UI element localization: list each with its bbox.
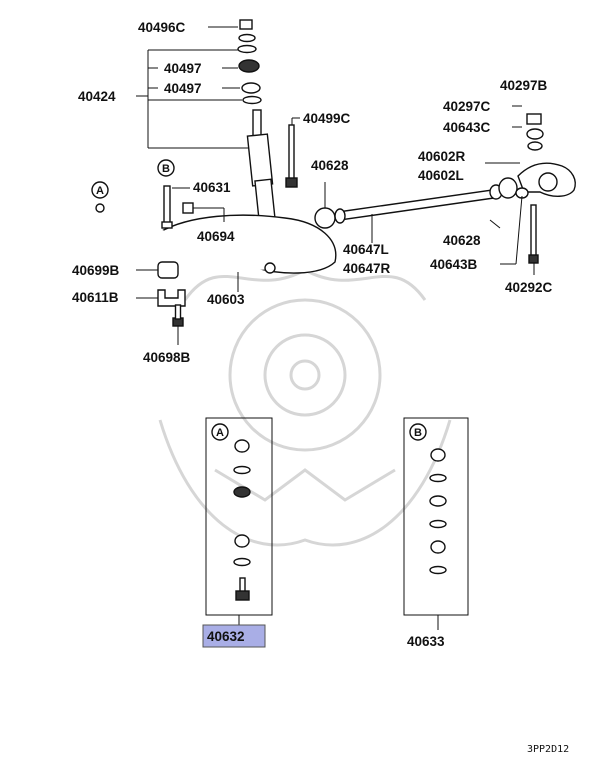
label-40647r[interactable]: 40647R bbox=[343, 261, 391, 276]
bolt-40292c bbox=[528, 204, 539, 264]
diagram-code: 3PP2D12 bbox=[527, 744, 569, 755]
bolt-40499c bbox=[285, 124, 298, 188]
kit-40633-box bbox=[403, 417, 469, 616]
label-40628-lower[interactable]: 40628 bbox=[443, 233, 481, 248]
bracket-40602 bbox=[517, 162, 576, 197]
stud-40631 bbox=[161, 185, 173, 229]
label-40628-upper[interactable]: 40628 bbox=[311, 158, 349, 173]
callout-a-kit[interactable]: A bbox=[211, 423, 229, 441]
clip-40694 bbox=[182, 202, 194, 214]
strut-rod bbox=[314, 177, 518, 229]
label-40497-lower[interactable]: 40497 bbox=[164, 81, 202, 96]
label-40699b[interactable]: 40699B bbox=[72, 263, 120, 278]
bolt-40698b bbox=[172, 304, 184, 327]
callout-b-kit[interactable]: B bbox=[409, 423, 427, 441]
label-40643c[interactable]: 40643C bbox=[443, 120, 491, 135]
cushion-40643c bbox=[526, 128, 544, 151]
label-40632[interactable]: 40632 bbox=[207, 629, 245, 644]
callout-a-main[interactable]: A bbox=[91, 181, 109, 199]
kit-40632-box bbox=[205, 417, 273, 616]
callout-b-main[interactable]: B bbox=[157, 159, 175, 177]
label-40297b[interactable]: 40297B bbox=[500, 78, 548, 93]
strut-mount-parts bbox=[237, 19, 262, 105]
label-40292c[interactable]: 40292C bbox=[505, 280, 553, 295]
label-40499c[interactable]: 40499C bbox=[303, 111, 351, 126]
nut-40297c bbox=[526, 113, 542, 125]
label-40602l[interactable]: 40602L bbox=[418, 168, 464, 183]
label-40424[interactable]: 40424 bbox=[78, 89, 116, 104]
highlight-40632 bbox=[202, 624, 266, 648]
watermark-emblem bbox=[158, 268, 452, 547]
label-40497-upper[interactable]: 40497 bbox=[164, 61, 202, 76]
svg-text:B: B bbox=[162, 163, 170, 175]
svg-text:A: A bbox=[96, 185, 104, 197]
label-40633[interactable]: 40633 bbox=[407, 634, 445, 649]
bracket-40611b bbox=[157, 289, 186, 307]
label-40496c[interactable]: 40496C bbox=[138, 20, 186, 35]
stabilizer-bar bbox=[78, 203, 276, 274]
label-40297c[interactable]: 40297C bbox=[443, 99, 491, 114]
label-40643b[interactable]: 40643B bbox=[430, 257, 478, 272]
label-40611b[interactable]: 40611B bbox=[72, 290, 119, 305]
label-40647l[interactable]: 40647L bbox=[343, 242, 389, 257]
label-40698b[interactable]: 40698B bbox=[143, 350, 191, 365]
label-40631[interactable]: 40631 bbox=[193, 180, 231, 195]
bushing-40699b bbox=[157, 261, 179, 279]
svg-text:A: A bbox=[216, 427, 224, 439]
label-40603[interactable]: 40603 bbox=[207, 292, 245, 307]
label-40602r[interactable]: 40602R bbox=[418, 149, 466, 164]
label-40694[interactable]: 40694 bbox=[197, 229, 235, 244]
svg-text:B: B bbox=[414, 427, 422, 439]
